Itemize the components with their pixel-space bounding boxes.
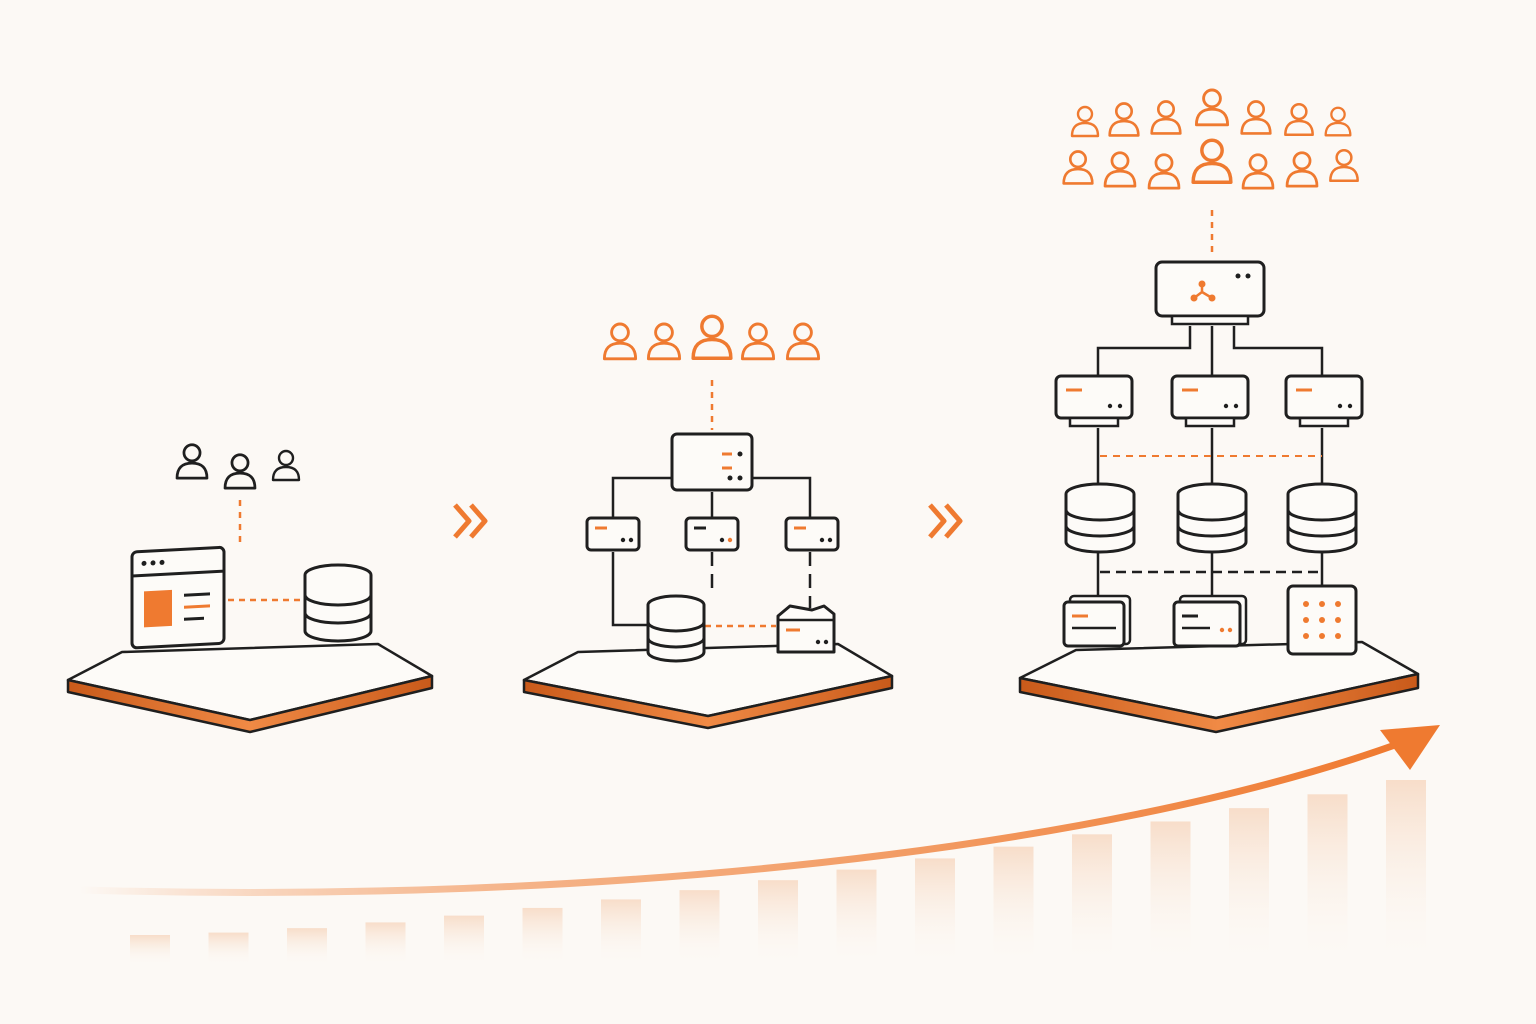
- user-icon: [1062, 150, 1094, 185]
- app-server-icon: [1284, 374, 1364, 428]
- user-icon: [175, 443, 209, 480]
- user-icon: [1329, 148, 1359, 182]
- user-icon: [1191, 138, 1233, 185]
- user-icon: [1070, 105, 1100, 138]
- queue-icon: [1172, 594, 1248, 648]
- load-balancer-icon: [1154, 260, 1266, 326]
- platform: [1018, 640, 1420, 734]
- growth-bar: [130, 935, 170, 965]
- growth-curve-arrowhead: [1380, 725, 1440, 770]
- load-balancer-icon: [670, 432, 754, 492]
- database-icon: [303, 563, 373, 643]
- app-server-icon: [684, 516, 740, 552]
- stage-small: [66, 443, 434, 734]
- user-icon: [691, 314, 733, 361]
- database-icon: [1176, 482, 1248, 554]
- user-icon: [1147, 153, 1181, 190]
- growth-bars: [130, 780, 1426, 965]
- storage-icon: [776, 604, 836, 654]
- user-icon: [1240, 100, 1272, 135]
- growth-bar: [993, 846, 1034, 965]
- database-icon: [1064, 482, 1136, 554]
- growth-curve: [76, 725, 1440, 896]
- user-icon: [1284, 102, 1314, 136]
- growth-bar: [601, 899, 641, 965]
- database-icon: [646, 594, 706, 663]
- user-icon: [1108, 102, 1140, 137]
- user-icon: [1285, 151, 1319, 188]
- chevron-double-icon: [928, 503, 963, 539]
- growth-bar: [522, 907, 563, 965]
- app-server-icon: [1170, 374, 1250, 428]
- growth-bar: [365, 922, 406, 965]
- user-group: [602, 314, 821, 361]
- user-icon: [1150, 100, 1182, 135]
- chevron-double-icon: [453, 503, 488, 539]
- user-icon: [1241, 153, 1275, 190]
- stage-large: [1018, 88, 1420, 734]
- network-lines: [1096, 326, 1324, 600]
- database-icon: [1286, 482, 1358, 554]
- growth-bar: [444, 915, 484, 965]
- growth-bar: [758, 880, 798, 965]
- user-icon: [1324, 106, 1352, 137]
- growth-bar: [1150, 821, 1191, 965]
- growth-bar: [679, 890, 720, 965]
- user-icon: [223, 453, 257, 490]
- stage-medium: [522, 314, 894, 730]
- app-server-icon: [1054, 374, 1134, 428]
- user-icon: [646, 322, 682, 361]
- growth-bar: [1072, 834, 1112, 965]
- user-icon: [740, 322, 776, 361]
- user-icon: [1194, 88, 1230, 127]
- platform: [66, 642, 434, 734]
- user-icon: [785, 322, 821, 361]
- queue-icon: [1062, 594, 1132, 648]
- growth-curve-line: [76, 741, 1399, 896]
- app-server-icon: [784, 516, 840, 552]
- app-server-icon: [585, 516, 641, 552]
- user-icon: [1103, 151, 1137, 188]
- growth-bar: [1307, 794, 1348, 965]
- growth-bar: [836, 869, 877, 965]
- growth-bar: [915, 858, 955, 965]
- network-lines: [611, 476, 812, 628]
- user-icon: [602, 322, 638, 361]
- growth-bar: [1229, 808, 1269, 965]
- growth-bar: [208, 932, 249, 965]
- user-group: [175, 443, 301, 490]
- user-icon: [271, 449, 301, 482]
- growth-bar: [1386, 780, 1426, 965]
- browser-window-icon: [130, 545, 226, 650]
- platform: [522, 642, 894, 730]
- growth-bar: [287, 928, 327, 965]
- compute-grid-icon: [1286, 584, 1358, 656]
- user-group: [1062, 88, 1359, 190]
